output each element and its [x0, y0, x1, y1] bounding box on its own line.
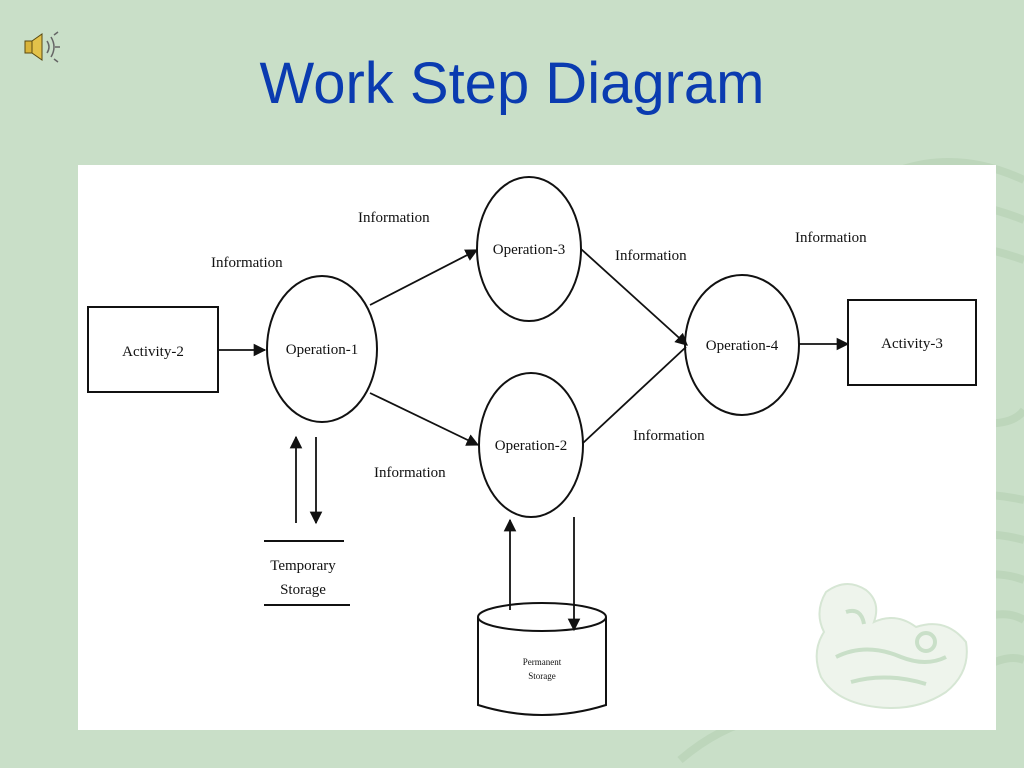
flow-label-op1-op2: Information: [374, 465, 446, 481]
diagram-panel: Activity-2 Operation-1 Operation-3 Opera…: [78, 165, 996, 730]
dragon-ornament: [815, 583, 968, 709]
arrow-op2-op4: [582, 346, 687, 444]
operation-2-label: Operation-2: [495, 438, 567, 454]
arrow-op1-op2: [369, 392, 480, 446]
temp-storage-line2: Storage: [280, 582, 326, 598]
flow-label-activity2-op1: Information: [211, 255, 283, 271]
operation-4-label: Operation-4: [706, 338, 779, 354]
operation-3-label: Operation-3: [493, 242, 565, 258]
speaker-icon[interactable]: [22, 30, 62, 64]
slide-title: Work Step Diagram: [259, 51, 765, 116]
activity-2-label: Activity-2: [122, 344, 184, 360]
operation-2-node: Operation-2: [478, 372, 584, 518]
temp-storage-line1: Temporary: [270, 558, 336, 574]
activity-3-box: Activity-3: [847, 299, 977, 386]
flow-label-op4-activity3: Information: [795, 230, 867, 246]
perm-storage-line2: Storage: [528, 671, 556, 681]
activity-2-box: Activity-2: [87, 306, 219, 393]
arrow-op1-op3: [369, 249, 479, 306]
flow-label-op1-op3: Information: [358, 210, 430, 226]
operation-1-label: Operation-1: [286, 342, 358, 358]
permanent-storage-cylinder: Permanent Storage: [477, 602, 607, 716]
flow-label-op3-op4: Information: [615, 248, 687, 264]
operation-1-node: Operation-1: [266, 275, 378, 423]
activity-3-label: Activity-3: [881, 336, 943, 352]
temporary-storage: Temporary Storage: [264, 540, 350, 606]
arrow-op3-op4: [580, 248, 688, 346]
perm-storage-line1: Permanent: [523, 657, 562, 667]
operation-4-node: Operation-4: [684, 274, 800, 416]
work-step-diagram: Activity-2 Operation-1 Operation-3 Opera…: [87, 176, 977, 716]
operation-3-node: Operation-3: [476, 176, 582, 322]
flow-label-op2-op4: Information: [633, 428, 705, 444]
